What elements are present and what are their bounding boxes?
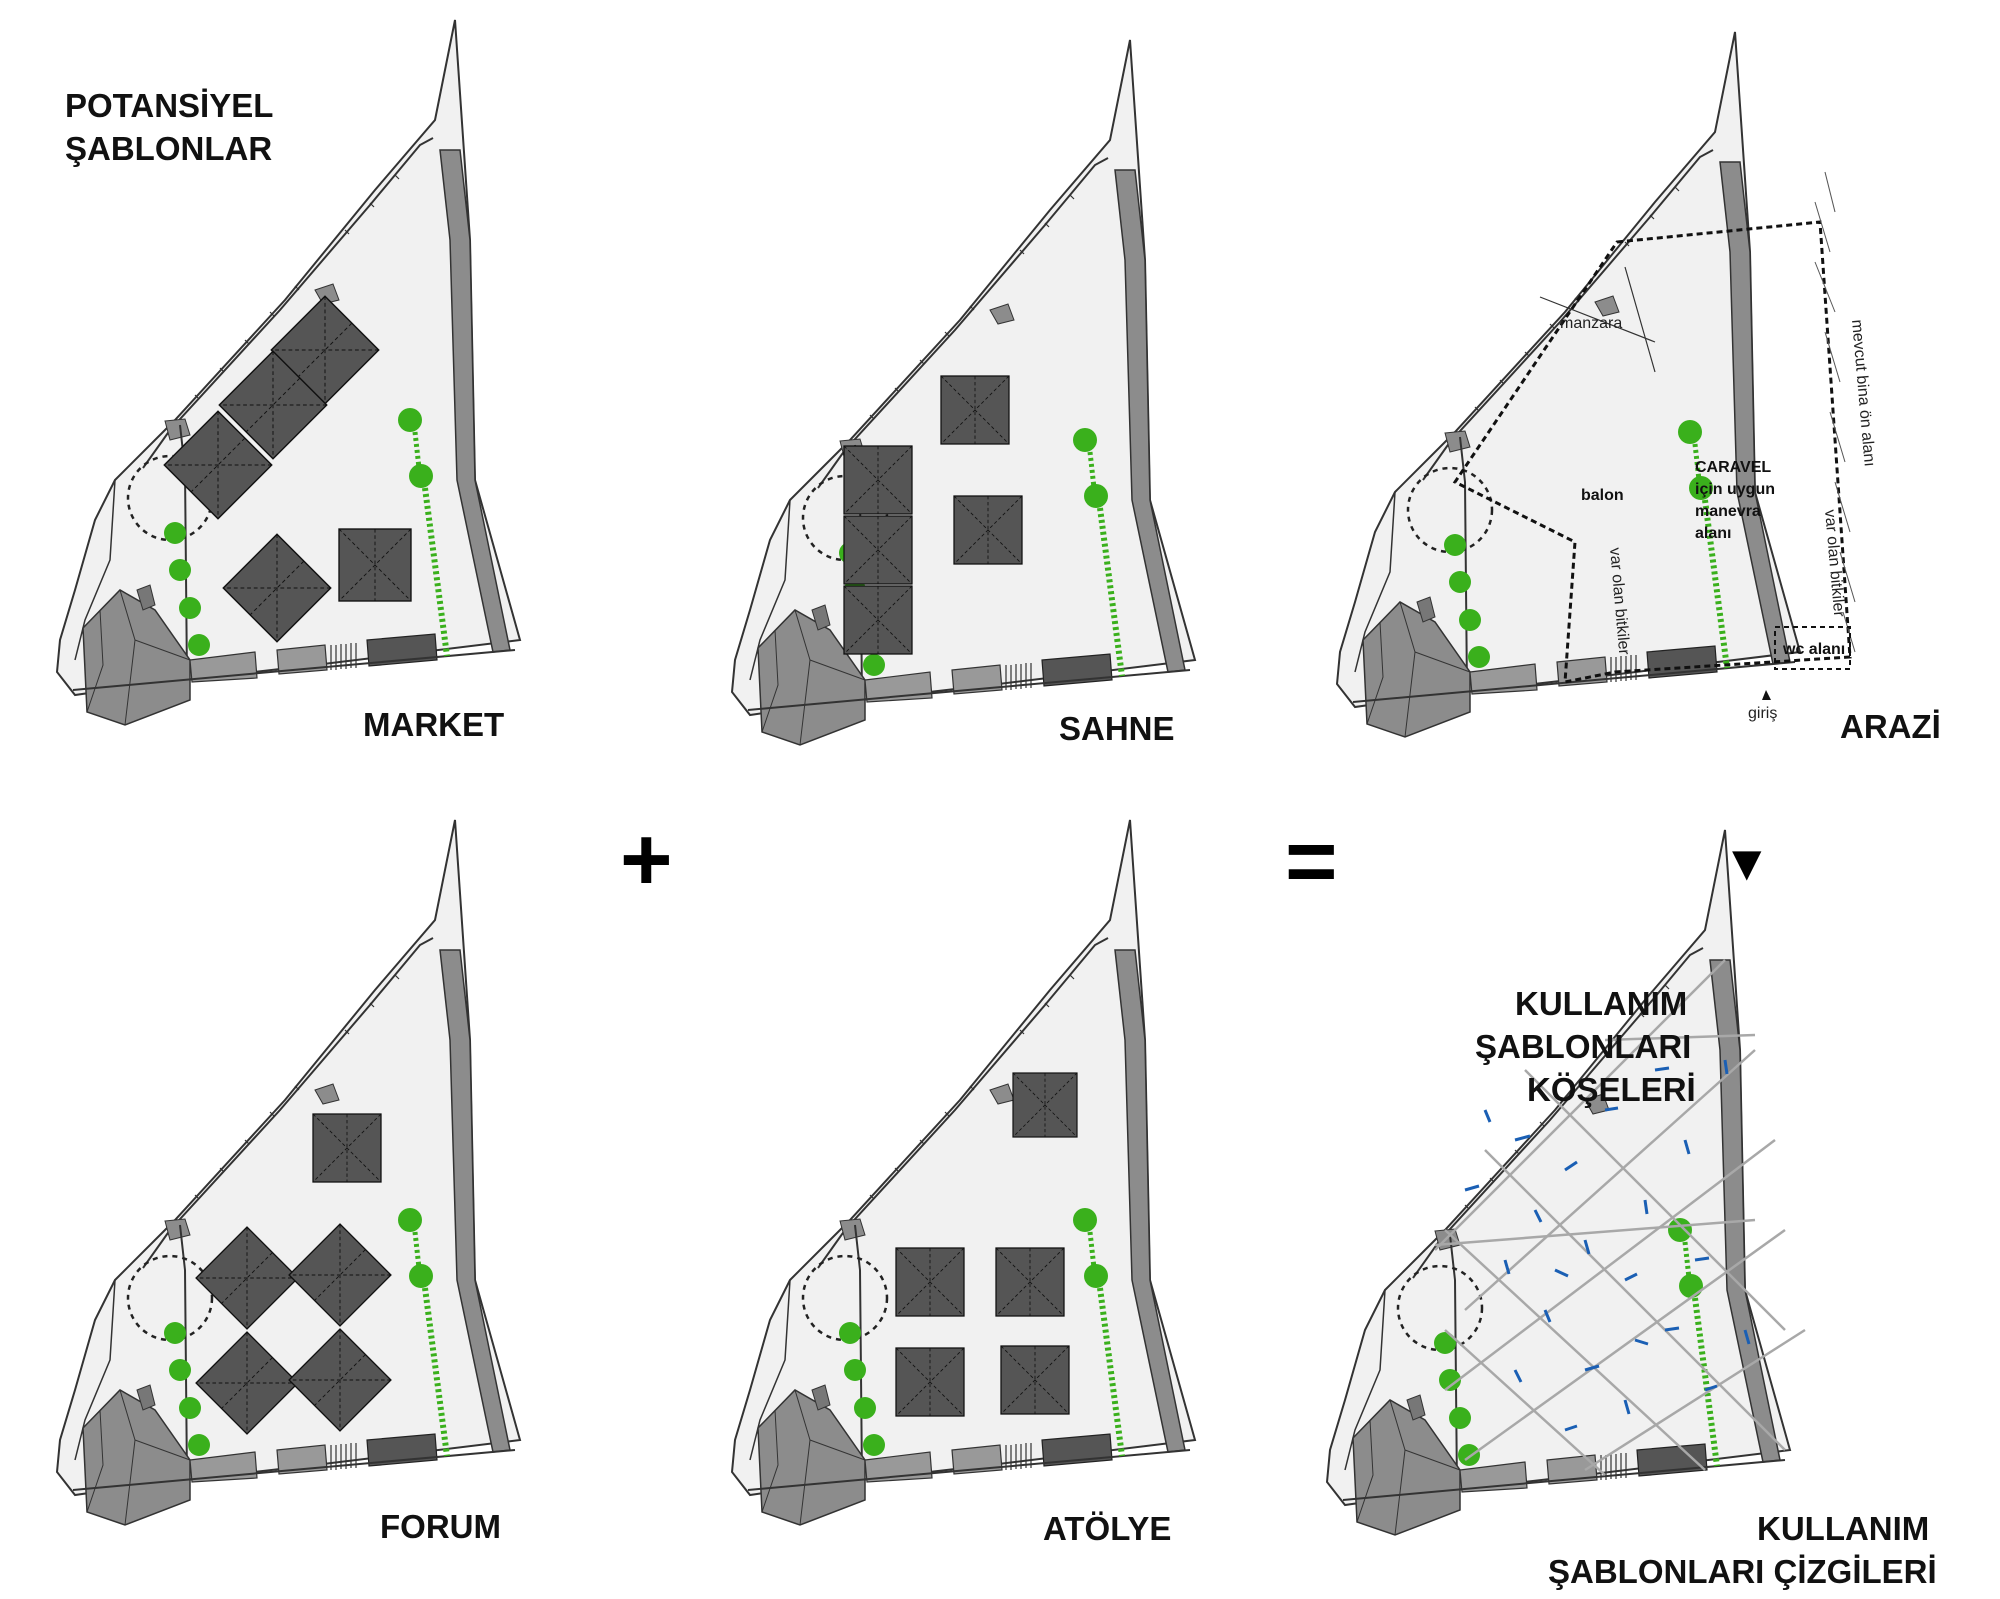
annot-caravel-4: alanı (1695, 525, 1731, 542)
label-sahne: SAHNE (1059, 710, 1175, 747)
plan-sahne (732, 40, 1195, 745)
annot-giris: giriş (1748, 705, 1777, 722)
label-atolye: ATÖLYE (1043, 1510, 1171, 1547)
result-lines-1: KULLANIM (1757, 1510, 1929, 1547)
plan-market (57, 20, 520, 725)
annot-caravel-3: manevra (1695, 503, 1761, 520)
arrow-down-icon: ▼ (1722, 835, 1772, 891)
annot-mevcut: mevcut bina ön alanı (1848, 319, 1878, 468)
plan-arazi (1337, 32, 1856, 737)
result-lines-2: ŞABLONLARI ÇİZGİLERİ (1548, 1553, 1937, 1590)
title-line-1: POTANSİYEL (65, 87, 273, 124)
label-market: MARKET (363, 706, 504, 743)
result-corners-3: KÖŞELERİ (1527, 1071, 1696, 1108)
annot-wc: wc alanı (1782, 641, 1845, 658)
plan-result (1327, 830, 1806, 1535)
title-line-2: ŞABLONLAR (65, 130, 272, 167)
result-corners-2: ŞABLONLARI (1475, 1028, 1691, 1065)
plan-atolye (732, 820, 1195, 1525)
annot-caravel-2: için uygun (1695, 481, 1775, 498)
annot-balon: balon (1581, 487, 1624, 504)
result-corners-1: KULLANIM (1515, 985, 1687, 1022)
label-arazi: ARAZİ (1840, 708, 1941, 745)
plan-forum (57, 820, 520, 1525)
plus-icon: + (620, 810, 673, 910)
annot-manzara: manzara (1560, 315, 1622, 332)
label-forum: FORUM (380, 1508, 501, 1545)
equals-icon: = (1285, 812, 1338, 912)
annot-caravel-1: CARAVEL (1695, 459, 1771, 476)
annot-var-olan-right: var olan bitkiler (1821, 509, 1847, 618)
